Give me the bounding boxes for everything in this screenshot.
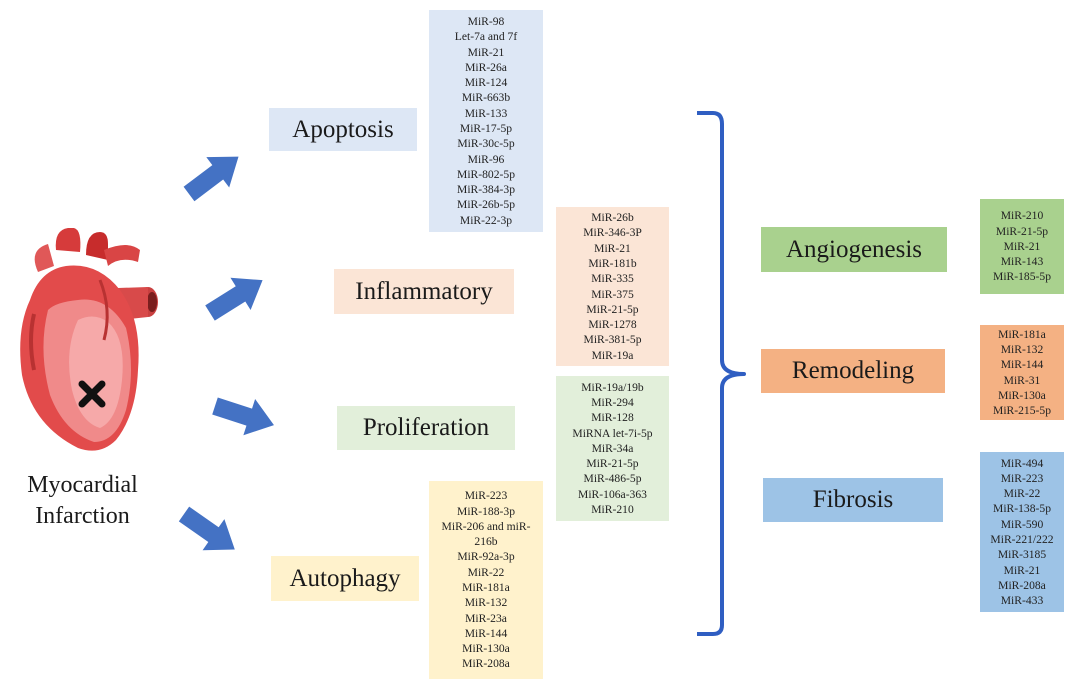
- mirna-item: MiR-132: [464, 596, 508, 610]
- arrow-icon: [209, 387, 280, 444]
- mirna-item: MiR-181a: [462, 581, 510, 594]
- mirna-item: MiR-132: [1000, 342, 1044, 356]
- mirna-item: MiR-802-5p: [457, 167, 515, 181]
- mirna-item: MiR-21: [1003, 239, 1041, 253]
- mirna-item: MiR-221/222: [990, 533, 1054, 546]
- mirna-item: MiR-381-5p: [583, 333, 642, 347]
- mirna-item: MiR-143: [1000, 255, 1044, 269]
- mirna-item: MiR-494: [1000, 456, 1044, 470]
- angiogenesis-label: Angiogenesis: [761, 227, 947, 272]
- mirna-item: MiR-3185: [997, 548, 1047, 562]
- myocardial-infarction-label: Myocardial Infarction: [27, 472, 138, 529]
- mirna-item: MiR-181a: [998, 327, 1046, 341]
- mirna-item: MiR-30c-5p: [457, 137, 515, 151]
- remodeling-label: Remodeling: [761, 349, 945, 393]
- mirna-item: MiR-26b: [591, 211, 634, 225]
- mirna-item: MiR-17-5p: [459, 122, 513, 135]
- mirna-item: MiR-346-3P: [583, 226, 642, 240]
- mirna-item: MiR-124: [464, 76, 508, 90]
- mirna-item: MiR-138-5p: [993, 502, 1051, 516]
- mirna-item: MiR-22: [1003, 487, 1041, 501]
- mirna-item: MiR-19a: [591, 348, 634, 362]
- mirna-item: MiR-21: [594, 241, 631, 255]
- mirna-item: MiR-22-3p: [459, 213, 513, 227]
- heart-icon: [20, 228, 158, 451]
- mirna-item: MiR-19a/19b: [581, 380, 644, 394]
- mirna-item: MiR-188-3p: [457, 504, 515, 518]
- mirna-item: MiR-210: [1000, 209, 1044, 223]
- mirna-item: MiR-208a: [998, 578, 1046, 592]
- mirna-item: MiR-34a: [591, 441, 634, 455]
- mirna-item: MiR-375: [591, 287, 634, 301]
- mirna-item: MiR-21: [1003, 563, 1041, 577]
- cross-mark-icon: [78, 380, 106, 408]
- mirna-item: MiRNA let-7i-5p: [572, 426, 653, 440]
- inflammatory-label: Inflammatory: [334, 269, 514, 314]
- mirna-item: MiR-21-5p: [586, 302, 639, 316]
- apoptosis-label: Apoptosis: [269, 108, 417, 151]
- mirna-item: MiR-96: [467, 152, 505, 166]
- arrow-icon: [173, 498, 246, 566]
- mirna-item: MiR-663b: [461, 91, 511, 105]
- mirna-item: MiR-26b-5p: [457, 198, 515, 212]
- mirna-item: MiR-92a-3p: [457, 550, 515, 564]
- mirna-item: MiR-590: [1000, 517, 1044, 531]
- mirna-item: MiR-98: [467, 14, 505, 28]
- mirna-item: MiR-21-5p: [586, 457, 639, 471]
- mirna-item: MiR-210: [591, 503, 634, 517]
- arrow-icon: [177, 141, 250, 210]
- arrow-icon: [199, 264, 273, 330]
- mirna-item: MiR-21: [467, 45, 505, 59]
- mirna-item: MiR-206 and miR- 216b: [441, 519, 531, 549]
- mirna-item: MiR-21-5p: [995, 224, 1049, 238]
- mirna-item: MiR-223: [464, 489, 508, 503]
- mirna-item: MiR-433: [1000, 594, 1044, 608]
- mirna-item: MiR-384-3p: [457, 183, 515, 197]
- mirna-item: MiR-181b: [588, 256, 637, 270]
- mirna-item: MiR-23a: [465, 611, 507, 625]
- mirna-item: MiR-26a: [465, 60, 507, 74]
- fibrosis-label: Fibrosis: [763, 478, 943, 522]
- mirna-item: MiR-128: [591, 411, 634, 425]
- mirna-item: MiR-133: [464, 106, 508, 120]
- mirna-item: MiR-335: [591, 272, 634, 286]
- mirna-item: MiR-144: [1000, 358, 1044, 372]
- mirna-item: MiR-31: [1003, 373, 1041, 387]
- mirna-item: MiR-130a: [462, 642, 510, 656]
- mirna-item: MiR-1278: [588, 318, 637, 332]
- mirna-item: MiR-185-5p: [993, 270, 1051, 284]
- mirna-item: MiR-486-5p: [583, 472, 642, 486]
- mirna-item: MiR-294: [591, 395, 634, 409]
- mirna-item: MiR-130a: [998, 388, 1046, 402]
- brace-icon: [697, 111, 746, 636]
- mirna-item: MiR-144: [464, 626, 508, 640]
- mirna-item: MiR-208a: [462, 657, 510, 671]
- proliferation-label: Proliferation: [337, 406, 515, 450]
- mirna-item: MiR-22: [467, 565, 505, 579]
- mirna-item: MiR-215-5p: [993, 404, 1051, 418]
- mirna-item: MiR-223: [1000, 471, 1044, 485]
- mirna-item: Let-7a and 7f: [454, 30, 518, 44]
- autophagy-label: Autophagy: [271, 556, 419, 601]
- mirna-item: MiR-106a-363: [578, 487, 647, 501]
